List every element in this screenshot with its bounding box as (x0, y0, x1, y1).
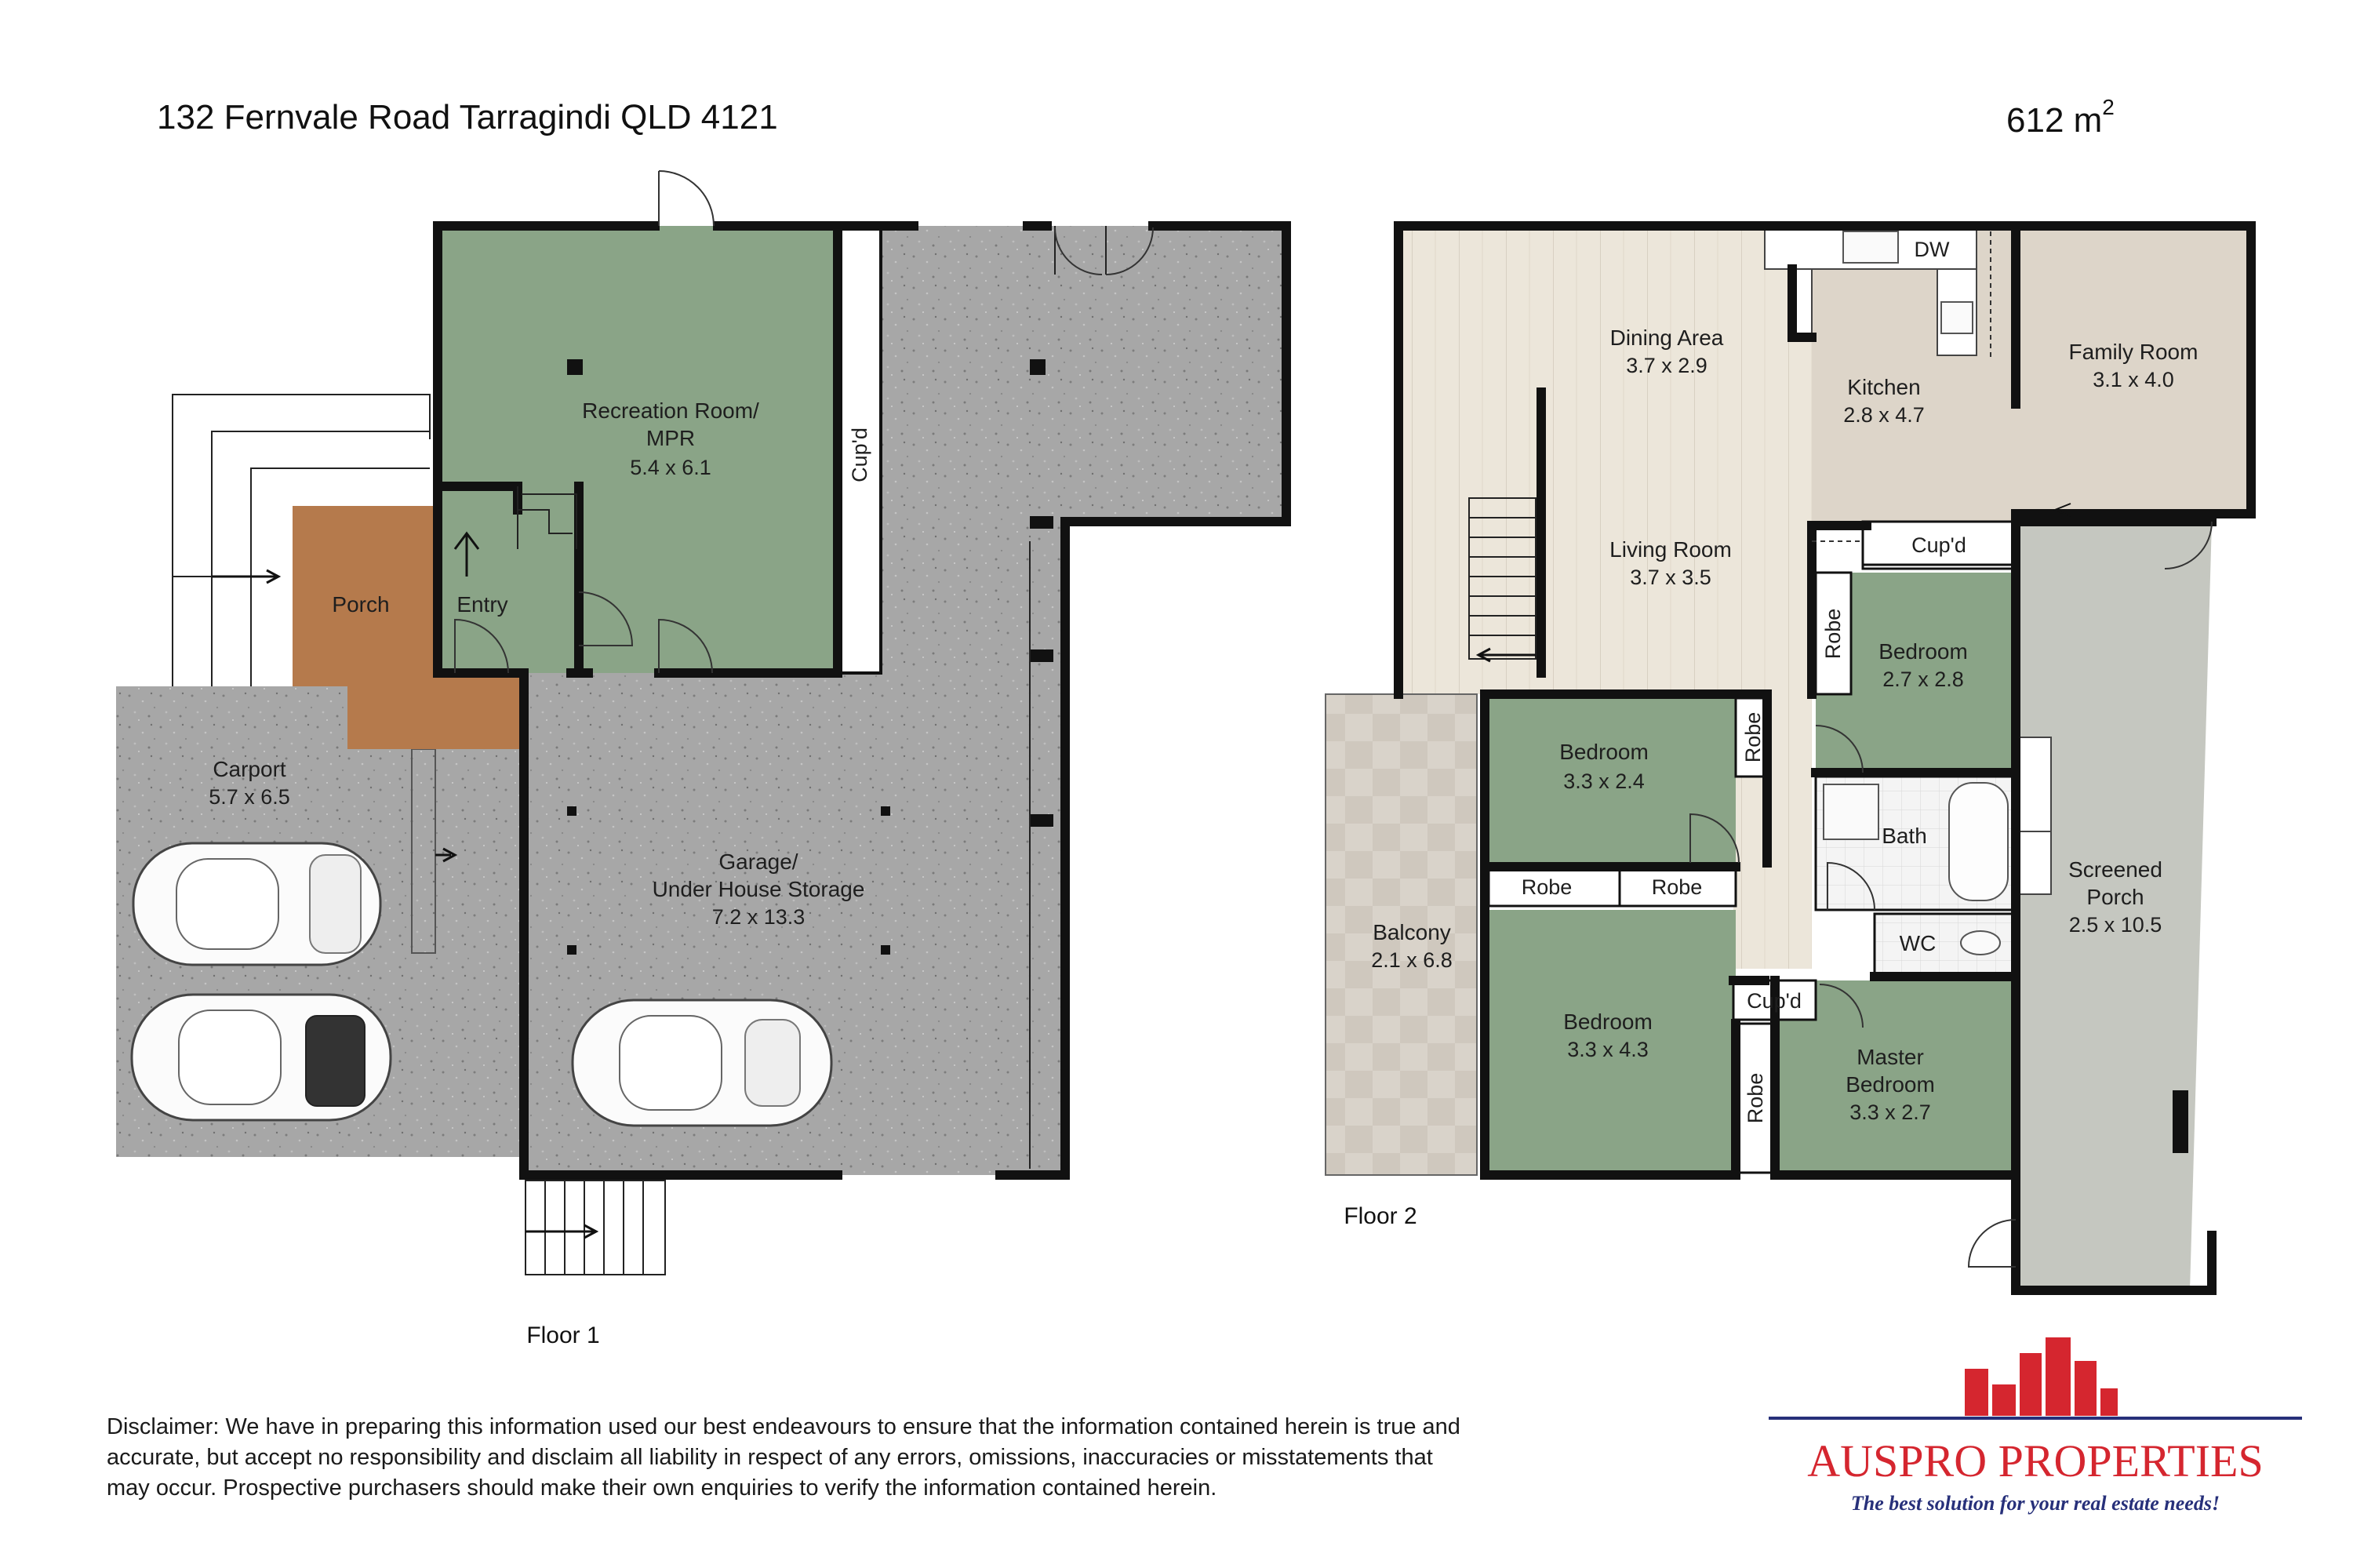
label-master-bedroom: Bedroom (1846, 1072, 1935, 1097)
carport-ramp (411, 748, 436, 954)
logo-brand-text: AUSPRO PROPERTIES (1807, 1435, 2264, 1486)
floor-1-plan: Recreation Room/ MPR 5.4 x 6.1 Porch Ent… (116, 170, 1291, 1348)
entry-stair-arrow (453, 531, 480, 577)
dims-screened-porch: 2.5 x 10.5 (2069, 913, 2162, 937)
label-porch: Porch (332, 592, 389, 617)
dims-kitchen: 2.8 x 4.7 (1843, 403, 1925, 427)
disclaimer-text: Disclaimer: We have in preparing this in… (107, 1414, 1460, 1501)
label-robe-b: Robe (1652, 875, 1703, 899)
bedroom-3x4-floor (1489, 910, 1736, 1173)
label-dw: DW (1915, 238, 1950, 261)
label-living-room: Living Room (1609, 537, 1732, 562)
property-address: 132 Fernvale Road Tarragindi QLD 4121 (157, 98, 778, 136)
floor-1-walls (433, 221, 1291, 1180)
floor-2-walls (1394, 221, 2256, 1295)
label-dining-area: Dining Area (1610, 326, 1724, 350)
label-bedroom-3x2: Bedroom (1559, 740, 1649, 764)
floor-2-plan: Dining Area 3.7 x 2.9 Kitchen 2.8 x 4.7 … (1325, 221, 2256, 1295)
floor-1-pillars (567, 359, 1053, 955)
label-family-room: Family Room (2069, 340, 2198, 364)
label-carport: Carport (213, 757, 286, 781)
label-cupd-hall: Cup'd (1747, 989, 1802, 1013)
dims-balcony: 2.1 x 6.8 (1371, 948, 1453, 972)
car-icon (132, 842, 382, 966)
logo-buildings-icon (1965, 1337, 2118, 1416)
floor-2-label: Floor 2 (1344, 1203, 1417, 1229)
dims-dining-area: 3.7 x 2.9 (1626, 354, 1707, 377)
cooktop-icon (1940, 301, 1973, 334)
label-balcony: Balcony (1373, 920, 1451, 944)
toilet-icon (1960, 930, 2001, 955)
label-under-house-storage: Under House Storage (653, 877, 865, 901)
bathtub-icon (1948, 782, 2009, 901)
sink-icon (2019, 831, 2052, 895)
porch-floor (293, 506, 524, 749)
balcony-floor (1325, 693, 1478, 1176)
label-garage: Garage/ (718, 849, 798, 874)
dims-family-room: 3.1 x 4.0 (2093, 368, 2174, 391)
carport-step-lines (172, 394, 431, 686)
dims-master-bedroom: 3.3 x 2.7 (1849, 1101, 1931, 1124)
floor-2-stairs (1468, 497, 1537, 660)
land-area: 612 m2 (2006, 95, 2115, 140)
label-bedroom-2x2: Bedroom (1878, 639, 1968, 664)
label-cupd-kitchen: Cup'd (1911, 533, 1966, 557)
screened-porch-floor (2016, 522, 2212, 1290)
bedroom-3x2-floor (1489, 698, 1736, 863)
dims-bedroom-2x2: 2.7 x 2.8 (1882, 668, 1964, 691)
label-entry: Entry (456, 592, 507, 617)
label-cupd-floor1: Cup'd (848, 427, 871, 482)
label-robe-master: Robe (1744, 1073, 1767, 1124)
dims-living-room: 3.7 x 3.5 (1630, 566, 1711, 589)
cupd-floor1 (836, 224, 882, 675)
label-screened-porch: Porch (2086, 885, 2144, 909)
label-mpr: MPR (646, 426, 695, 450)
shower-icon (1823, 784, 1879, 840)
dims-carport: 5.7 x 6.5 (209, 785, 290, 809)
label-robe-bedroom-2x2: Robe (1821, 609, 1845, 660)
label-recreation-room: Recreation Room/ (582, 398, 759, 423)
label-screened: Screened (2068, 857, 2162, 882)
car-icon (130, 993, 392, 1122)
auspro-logo: AUSPRO PROPERTIES The best solution for … (1769, 1337, 2302, 1515)
entry-floor (438, 486, 579, 673)
dims-garage: 7.2 x 13.3 (712, 905, 806, 929)
garage-steps (525, 1180, 666, 1275)
dims-recreation-room: 5.4 x 6.1 (630, 456, 711, 479)
entry-door (454, 618, 509, 674)
label-master: Master (1857, 1045, 1924, 1069)
label-robe-a: Robe (1522, 875, 1573, 899)
garage-door (658, 618, 713, 674)
upper-concrete-floor (838, 226, 1286, 673)
label-kitchen: Kitchen (1847, 375, 1920, 399)
label-bath: Bath (1882, 824, 1927, 848)
kitchen-sink-icon (1842, 231, 1899, 264)
living-dining-floor (1398, 226, 1812, 969)
logo-tagline: The best solution for your real estate n… (1851, 1492, 2220, 1515)
rec-room-top-door (658, 170, 715, 227)
car-icon (571, 999, 833, 1127)
dims-bedroom-3x2: 3.3 x 2.4 (1563, 769, 1645, 793)
label-robe-bedroom-3x2: Robe (1741, 712, 1765, 763)
dims-bedroom-3x4: 3.3 x 4.3 (1567, 1038, 1649, 1061)
label-wc: WC (1900, 931, 1937, 955)
kitchen-family-floor (1765, 226, 2251, 526)
label-bedroom-3x4: Bedroom (1563, 1010, 1653, 1034)
floor-1-label: Floor 1 (526, 1322, 599, 1348)
double-door-icon (1054, 227, 1154, 275)
